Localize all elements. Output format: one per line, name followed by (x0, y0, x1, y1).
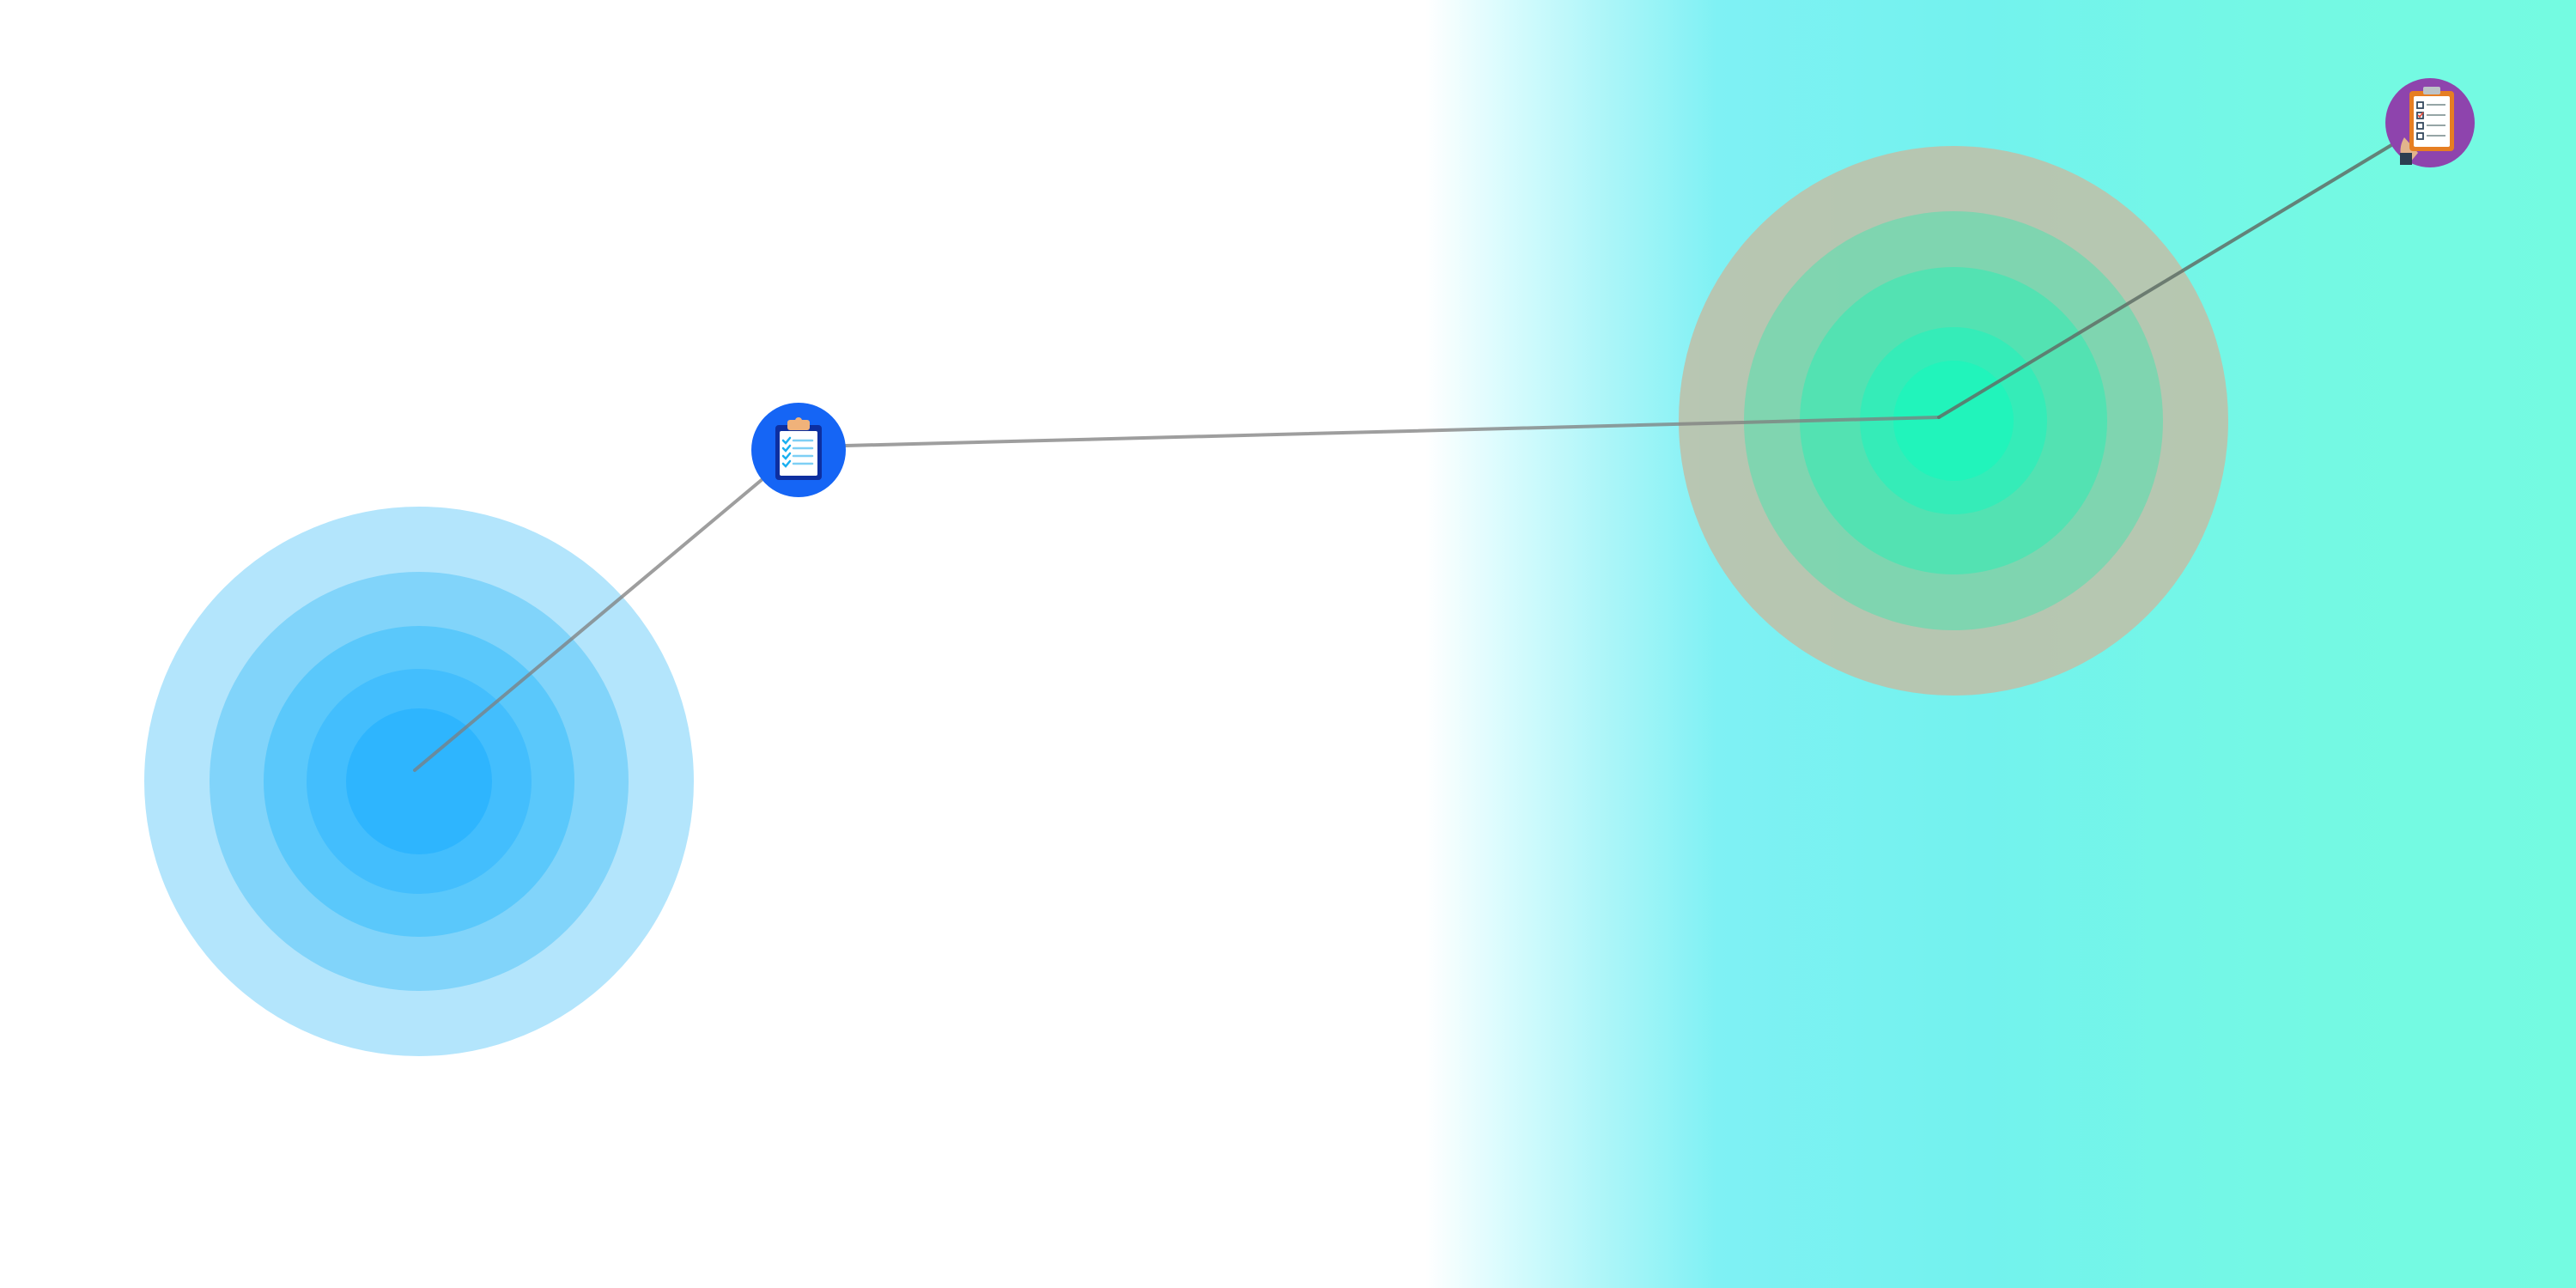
checklist-clip (787, 420, 810, 430)
checklist-items (781, 436, 814, 468)
survey-items (2416, 101, 2445, 140)
hub-right-ring-core (1893, 361, 2014, 481)
hub-left-ring-core (346, 708, 492, 854)
radar-hub-right[interactable] (1679, 146, 2228, 696)
clipboard-survey-icon[interactable] (2385, 78, 2475, 167)
survey-sleeve (2400, 153, 2412, 165)
connectors (413, 141, 2397, 772)
checklist-clip-hole (795, 417, 802, 424)
edge-hub-right-to-survey (1937, 141, 2397, 419)
edge-hub-left-to-checklist (413, 477, 764, 772)
checklist-paper (780, 431, 817, 476)
clipboard-checklist-icon[interactable] (751, 403, 846, 497)
radar-hub-left[interactable] (144, 507, 694, 1056)
survey-clip (2423, 87, 2440, 94)
edge-checklist-to-hub-right (844, 416, 1941, 447)
